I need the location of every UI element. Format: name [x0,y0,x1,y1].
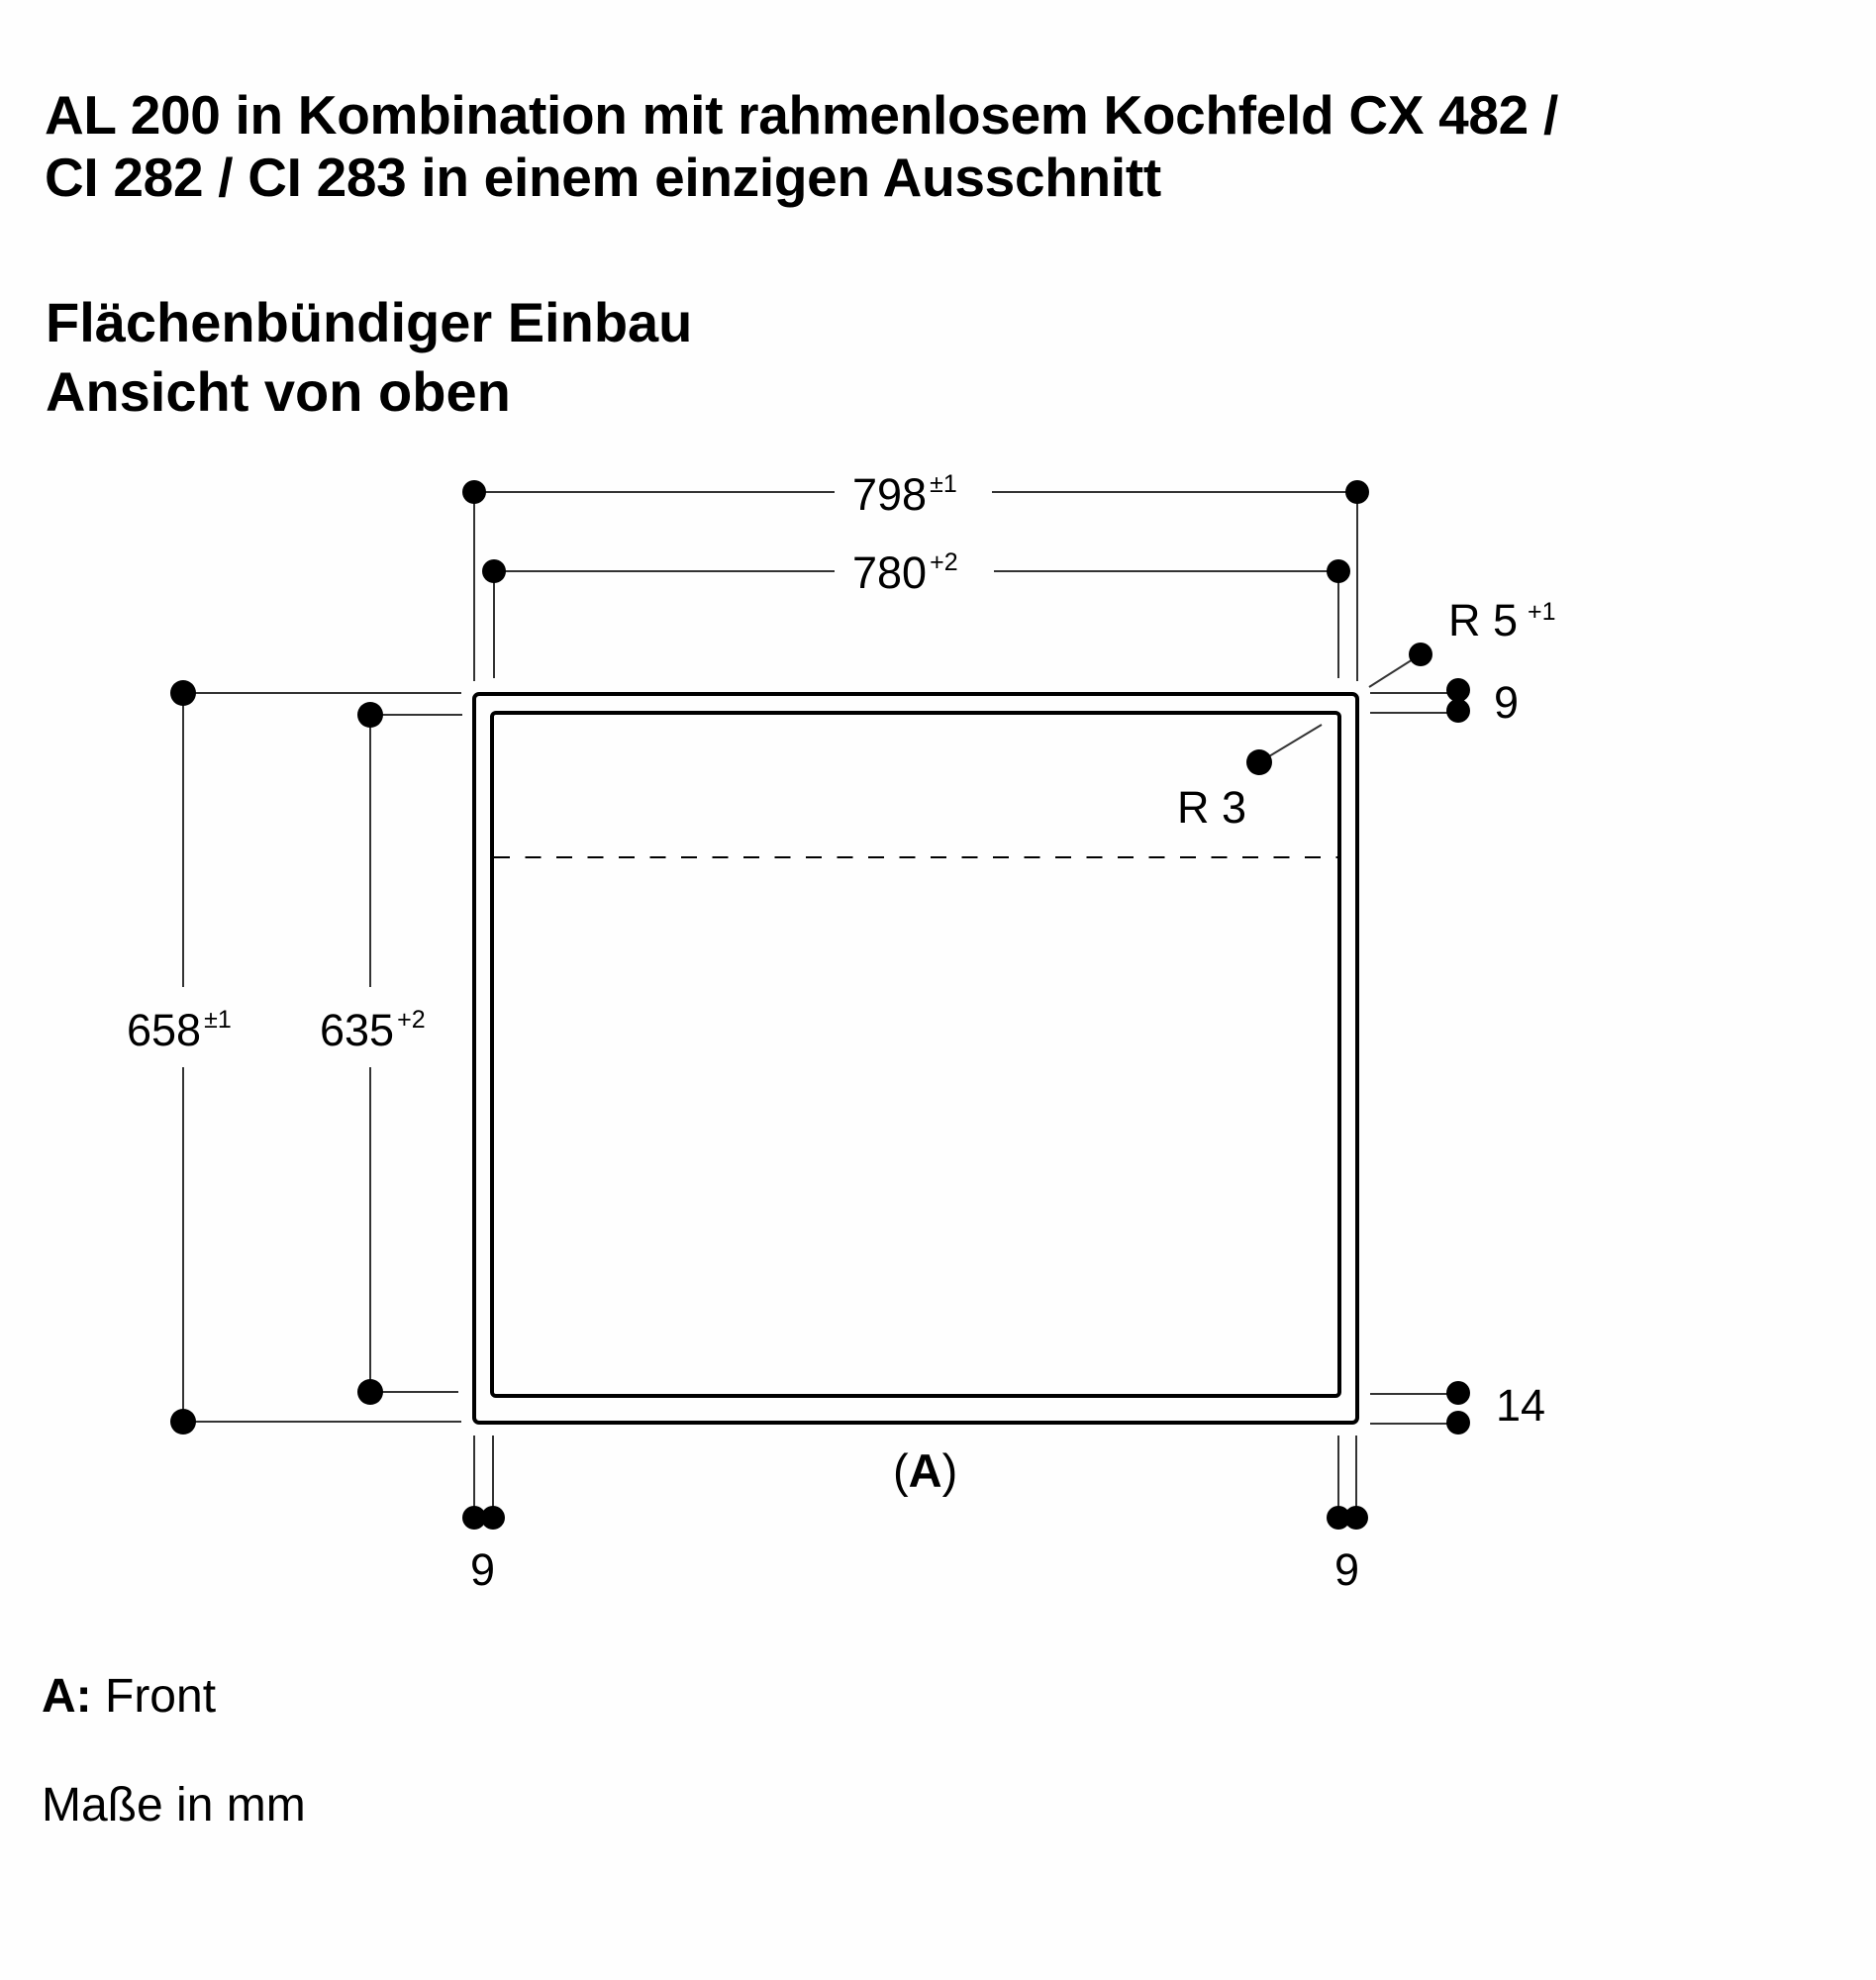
outer-radius-label: R 5+1 [1448,595,1556,645]
inner-height-label: 635+2 [320,1005,426,1055]
subtitle-line-1: Flächenbündiger Einbau [46,291,693,353]
outer-width-label: 798±1 [852,469,957,520]
dimension-lines [182,491,1458,1517]
outer-cutout-frame [472,692,1359,1425]
dimension-dots [170,480,1470,1530]
legend-key-label: Front [105,1670,217,1723]
page-title-line-1: AL 200 in Kombination mit rahmenlosem Ko… [45,84,1558,146]
legend-front: A: Front [42,1673,216,1721]
units-note: Maße in mm [42,1779,306,1832]
inner-radius-label: R 3 [1177,782,1246,833]
left-offset-label: 9 [470,1544,495,1595]
right-offset-label: 9 [1334,1544,1359,1595]
page-title-line-2: CI 282 / CI 283 in einem einzigen Aussch… [45,147,1161,208]
bottom-offset-label: 14 [1496,1380,1545,1431]
legend-key: A: [42,1670,92,1723]
top-offset-label: 9 [1494,677,1519,728]
subtitle-line-2: Ansicht von oben [46,360,511,423]
inner-width-label: 780+2 [852,547,958,598]
front-marker: (A) [893,1444,957,1497]
outer-height-label: 658±1 [127,1005,232,1055]
inner-cooktop-frame [490,711,1341,1398]
